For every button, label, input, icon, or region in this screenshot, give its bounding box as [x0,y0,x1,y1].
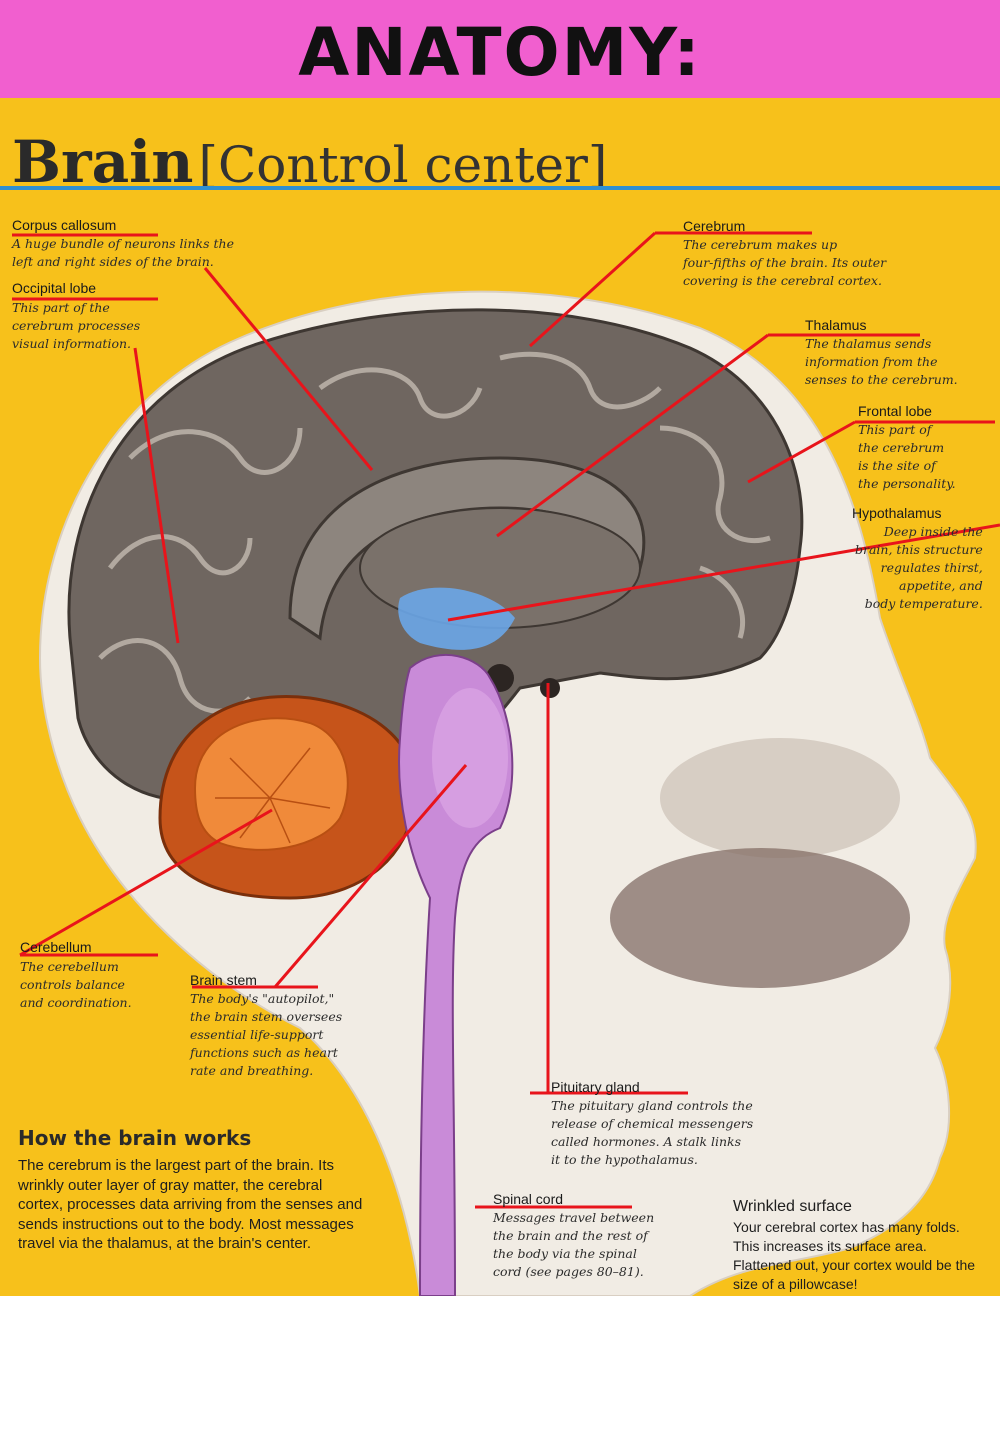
heading-bold: Brain [12,128,194,196]
label-hypothalamus: Hypothalamus [852,505,942,521]
desc-spinal-cord: Messages travel between the brain and th… [493,1210,655,1279]
jaw-shadow [610,848,910,988]
page-heading: Brain [Control center] [12,128,607,196]
desc-corpus-callosum: A huge bundle of neurons links the left … [12,236,234,269]
desc-cerebrum: The cerebrum makes up four-fifths of the… [683,237,887,288]
desc-frontal-lobe: This part of the cerebrum is the site of… [858,422,956,491]
label-cerebellum: Cerebellum [20,939,92,955]
label-cerebrum: Cerebrum [683,218,746,234]
banner-title: ANATOMY: [298,14,702,91]
desc-pituitary-gland: The pituitary gland controls the release… [551,1098,754,1167]
desc-brain-stem: The body's "autopilot," the brain stem o… [190,991,343,1078]
label-occipital-lobe: Occipital lobe [12,280,97,296]
label-thalamus: Thalamus [805,317,867,333]
wrinkled-surface-title: Wrinkled surface [733,1198,852,1215]
top-banner: ANATOMY: [0,0,1000,98]
label-pituitary-gland: Pituitary gland [551,1079,640,1095]
how-brain-works-title: How the brain works [18,1126,252,1150]
label-brain-stem: Brain stem [190,972,257,988]
pointer-lines [12,231,1000,1209]
desc-occipital-lobe: This part of the cerebrum processes visu… [12,300,141,351]
label-frontal-lobe: Frontal lobe [858,403,932,419]
diagram-page: Brain [Control center] Corpus callosum A… [0,98,1000,1296]
heading-subtitle: [Control center] [198,136,608,194]
desc-thalamus: The thalamus sends information from the … [805,336,958,387]
brain-illustration [12,231,1000,1296]
cerebellum-texture [215,747,331,844]
how-brain-works-body: The cerebrum is the largest part of the … [18,1157,363,1252]
label-corpus-callosum: Corpus callosum [12,217,117,233]
wrinkled-surface-body: Your cerebral cortex has many folds. Thi… [733,1219,976,1292]
heading-rule [0,186,1000,190]
desc-hypothalamus: Deep inside the brain, this structure re… [855,524,983,611]
label-spinal-cord: Spinal cord [493,1191,564,1207]
desc-cerebellum: The cerebellum controls balance and coor… [20,959,132,1010]
